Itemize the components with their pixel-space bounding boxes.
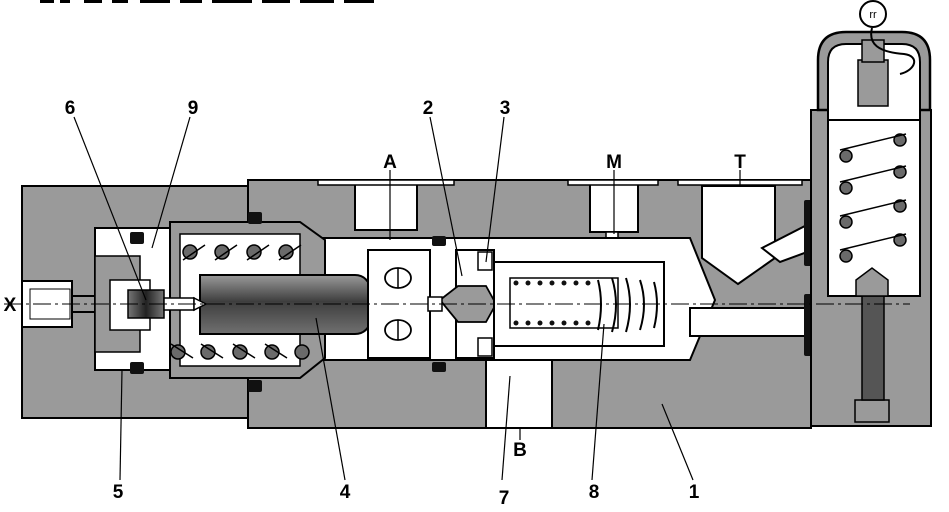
label-part-9: 9 — [188, 98, 199, 119]
label-part-5: 5 — [113, 482, 124, 503]
label-port-M: M — [606, 152, 622, 173]
label-part-7: 7 — [499, 488, 510, 509]
leader-lines — [73, 116, 741, 481]
label-part-6: 6 — [65, 98, 76, 119]
label-port-T: T — [734, 152, 746, 173]
compensator-spring — [839, 133, 907, 263]
pressure-gauge-icon: rr — [859, 0, 887, 28]
gauge-line — [870, 27, 915, 75]
part-labels: 6 9 2 3 5 4 7 8 1 — [65, 98, 700, 509]
left-spring-upper — [182, 244, 302, 261]
label-part-4: 4 — [340, 482, 351, 503]
port-labels: A M T B X — [4, 152, 747, 461]
left-spring-lower — [170, 343, 310, 360]
small-spring-dots — [513, 280, 591, 326]
label-part-8: 8 — [589, 482, 600, 503]
compensator-housing — [810, 30, 932, 427]
label-port-X: X — [4, 295, 17, 316]
label-port-A: A — [383, 152, 397, 173]
gauge-symbol: rr — [869, 9, 877, 21]
label-port-B: B — [513, 440, 527, 461]
cropped-caption — [40, 0, 374, 3]
main-spool — [199, 249, 431, 359]
label-part-3: 3 — [500, 98, 511, 119]
label-part-1: 1 — [689, 482, 700, 503]
label-part-2: 2 — [423, 98, 434, 119]
